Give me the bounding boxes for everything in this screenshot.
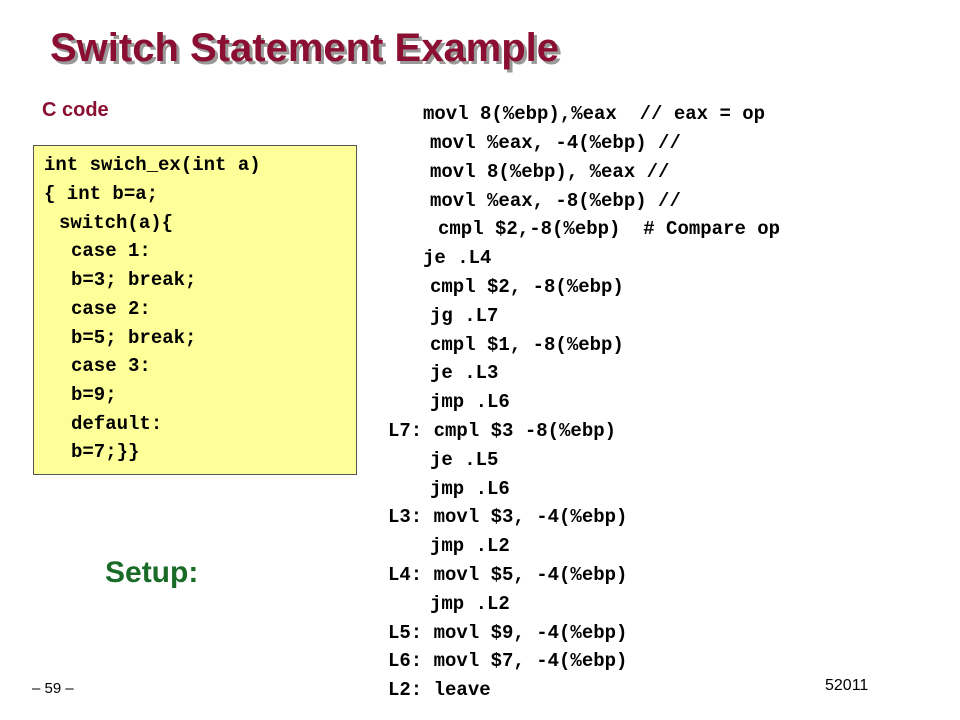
assembly-line: movl %eax, -4(%ebp) //	[430, 132, 681, 154]
assembly-line: cmpl $2, -8(%ebp)	[430, 276, 624, 298]
assembly-line: movl %eax, -8(%ebp) //	[430, 190, 681, 212]
assembly-line: cmpl $2,-8(%ebp) # Compare op	[438, 218, 781, 240]
assembly-line: cmpl $1, -8(%ebp)	[430, 334, 624, 356]
assembly-line: je .L3	[430, 362, 499, 384]
assembly-line: jmp .L2	[430, 535, 510, 557]
c-code-line: b=7;}}	[71, 441, 140, 463]
assembly-line: L7: cmpl $3 -8(%ebp)	[388, 420, 617, 442]
assembly-line: movl 8(%ebp), %eax //	[430, 161, 670, 183]
c-code-line: b=5; break;	[71, 327, 197, 349]
page-number: – 59 –	[32, 680, 74, 697]
c-code-line: switch(a){	[59, 212, 174, 234]
c-code-line: case 3:	[71, 355, 151, 377]
c-code-line: default:	[71, 413, 163, 435]
c-code-line: int swich_ex(int a)	[44, 154, 261, 176]
assembly-line: L3: movl $3, -4(%ebp)	[388, 506, 628, 528]
c-code-box: int swich_ex(int a) { int b=a; switch(a)…	[33, 145, 357, 475]
c-code-label: C code	[42, 99, 109, 121]
assembly-line: je .L5	[430, 449, 499, 471]
assembly-line: jmp .L6	[430, 391, 510, 413]
c-code-line: { int b=a;	[44, 183, 159, 205]
c-code-line: b=3; break;	[71, 269, 197, 291]
footer-code: 52011	[825, 677, 869, 694]
assembly-line: L6: movl $7, -4(%ebp)	[388, 650, 628, 672]
c-code-line: b=9;	[71, 384, 117, 406]
assembly-line: jmp .L6	[430, 478, 510, 500]
c-code-line: case 2:	[71, 298, 151, 320]
assembly-line: jg .L7	[430, 305, 499, 327]
assembly-line: L5: movl $9, -4(%ebp)	[388, 622, 628, 644]
assembly-line: movl 8(%ebp),%eax // eax = op	[423, 103, 766, 125]
assembly-line: L2: leave	[388, 679, 491, 701]
assembly-line: jmp .L2	[430, 593, 510, 615]
assembly-line: L4: movl $5, -4(%ebp)	[388, 564, 628, 586]
setup-label: Setup:	[105, 556, 199, 589]
slide-title: Switch Statement Example	[50, 26, 560, 70]
c-code-line: case 1:	[71, 240, 151, 262]
assembly-line: je .L4	[423, 247, 492, 269]
